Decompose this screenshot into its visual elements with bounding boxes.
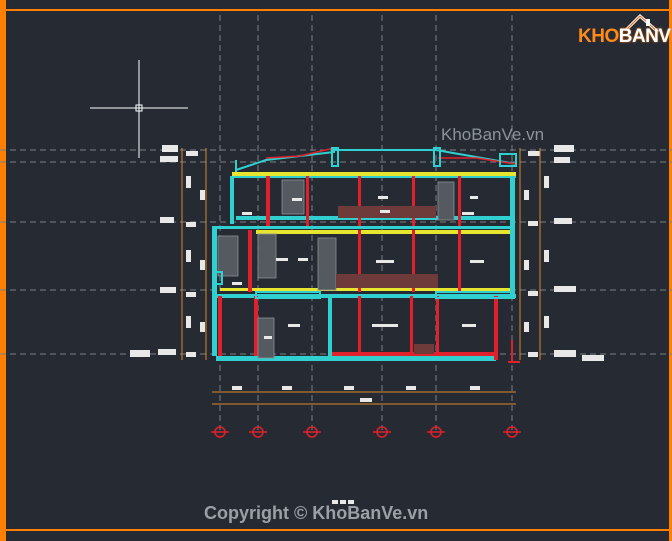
watermark-center: KhoBanVe.vn [441,125,545,144]
sheet-border-right [669,0,672,541]
building-section [212,147,520,363]
sheet-border-top [0,9,672,11]
drawing-title-mark [332,500,354,504]
horizontal-dimensions [212,391,516,405]
crosshair-cursor-icon [90,60,188,158]
vertical-dimensions [181,148,541,360]
house-logo-icon [624,13,659,34]
level-markers [130,145,604,361]
logo-text: KHOBANVE [578,26,672,47]
watermark-copyright: Copyright © KhoBanVe.vn [204,503,429,523]
sheet-border-bottom [0,529,672,531]
khobanve-logo: KHOBANVE [574,12,672,56]
sheet-border-left [0,0,6,541]
grid-axis-markers [211,426,521,438]
room-labels [232,196,484,339]
